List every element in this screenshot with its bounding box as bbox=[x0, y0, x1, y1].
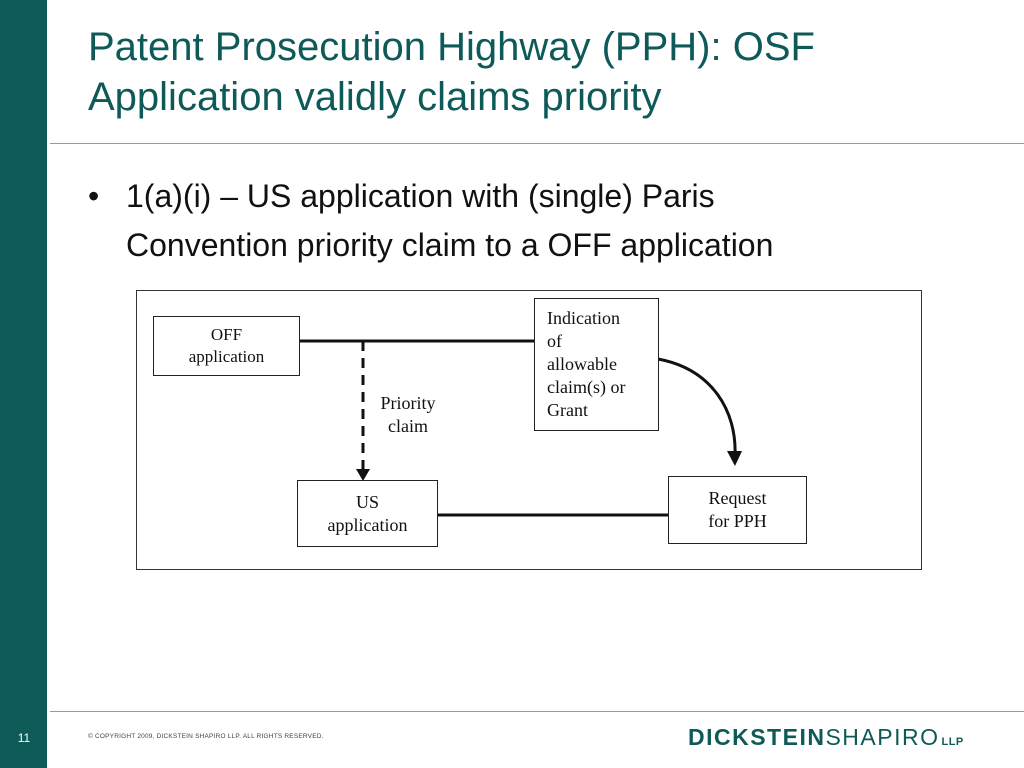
priority-flow-diagram: OFF application Indication of allowable … bbox=[136, 290, 922, 570]
off-application-box: OFF application bbox=[153, 316, 300, 376]
logo-suffix: LLP bbox=[941, 736, 963, 748]
slide-title-line-1: Patent Prosecution Highway (PPH): OSF bbox=[88, 22, 988, 72]
indication-line-3: allowable bbox=[547, 353, 658, 376]
priority-claim-line-1: Priority bbox=[373, 392, 443, 415]
indication-line-4: claim(s) or bbox=[547, 376, 658, 399]
slide-title: Patent Prosecution Highway (PPH): OSF Ap… bbox=[88, 22, 988, 122]
dickstein-shapiro-logo: DICKSTEINSHAPIROLLP bbox=[688, 724, 964, 752]
request-pph-line-2: for PPH bbox=[708, 510, 767, 533]
request-pph-box: Request for PPH bbox=[668, 476, 807, 544]
us-application-line-1: US bbox=[356, 491, 379, 514]
bullet-symbol: • bbox=[88, 172, 99, 221]
indication-line-5: Grant bbox=[547, 399, 658, 422]
indication-line-2: of bbox=[547, 330, 658, 353]
bullet-line-2: Convention priority claim to a OFF appli… bbox=[126, 221, 986, 270]
us-application-box: US application bbox=[297, 480, 438, 547]
priority-claim-label: Priority claim bbox=[373, 392, 443, 438]
logo-light-text: SHAPIRO bbox=[825, 724, 939, 750]
request-pph-line-1: Request bbox=[709, 487, 767, 510]
grant-to-request-arrow bbox=[658, 359, 735, 456]
sidebar-band bbox=[0, 0, 47, 768]
bullet-line-1: 1(a)(i) – US application with (single) P… bbox=[126, 172, 986, 221]
copyright-notice: © COPYRIGHT 2009, DICKSTEIN SHAPIRO LLP.… bbox=[88, 733, 324, 740]
slide-title-line-2: Application validly claims priority bbox=[88, 72, 988, 122]
priority-claim-line-2: claim bbox=[373, 415, 443, 438]
off-application-line-2: application bbox=[189, 346, 265, 368]
bullet-text: 1(a)(i) – US application with (single) P… bbox=[126, 172, 986, 270]
indication-line-1: Indication bbox=[547, 307, 658, 330]
footer-divider bbox=[50, 711, 1024, 712]
page-number: 11 bbox=[10, 731, 38, 745]
indication-box: Indication of allowable claim(s) or Gran… bbox=[534, 298, 659, 431]
grant-to-request-arrowhead bbox=[727, 451, 742, 466]
logo-bold-text: DICKSTEIN bbox=[688, 724, 825, 750]
off-application-line-1: OFF bbox=[211, 324, 242, 346]
us-application-line-2: application bbox=[328, 514, 408, 537]
title-divider bbox=[50, 143, 1024, 144]
